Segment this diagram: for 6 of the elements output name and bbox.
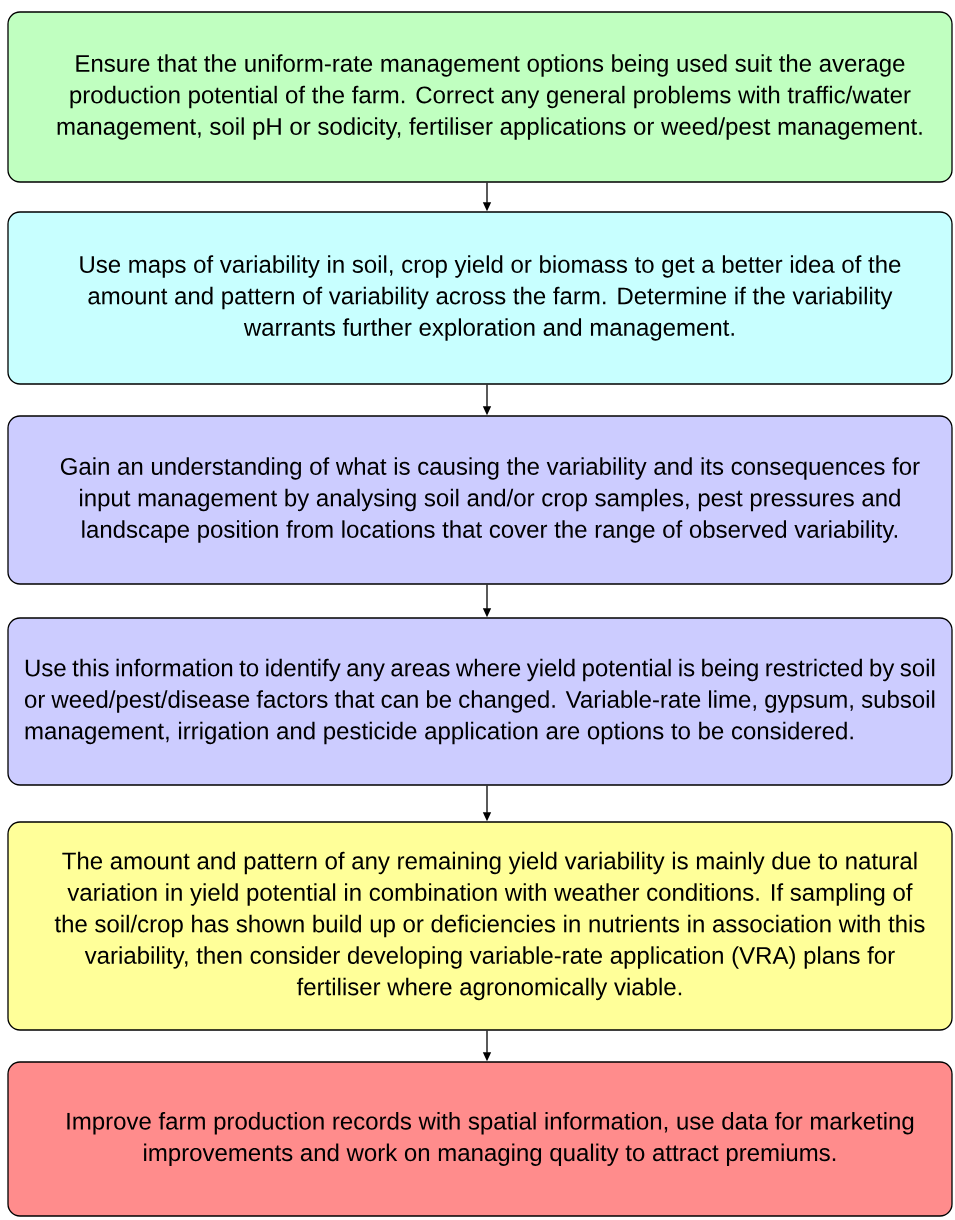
process-box: The amount and pattern of any remaining yield variability is mainly due to natural variation in yield potential in combination with weather conditions. If sampling of the soil/crop has shown build up or deficiencies in nutrients in association with this variability, then consider developing variable-rate application (VRA) plans for fertiliser where agronomically viable. <box>7 821 953 1031</box>
process-box: Ensure that the uniform-rate management options being used suit the average production potential of the farm. Correct any general problems with traffic/water management, soil pH or sodicity, fertiliser applications or weed/pest management. <box>7 11 953 183</box>
process-box: Use maps of variability in soil, crop yield or biomass to get a better idea of the amount and pattern of variability across the farm. Determine if the variability warrants further exploration and management. <box>7 211 953 385</box>
process-box: Gain an understanding of what is causing the variability and its consequences for input management by analysing soil and/or crop samples, pest pressures and landscape position from locations that cover the range of observed variability. <box>7 415 953 585</box>
process-box: Use this information to identify any areas where yield potential is being restricted by soil or weed/pest/disease factors that can be changed. Variable-rate lime, gypsum, subsoil management, irrigation and pesticide application are options to be considered. <box>7 617 953 786</box>
process-box: Improve farm production records with spatial information, use data for marketing improvements and work on managing quality to attract premiums. <box>7 1061 953 1217</box>
